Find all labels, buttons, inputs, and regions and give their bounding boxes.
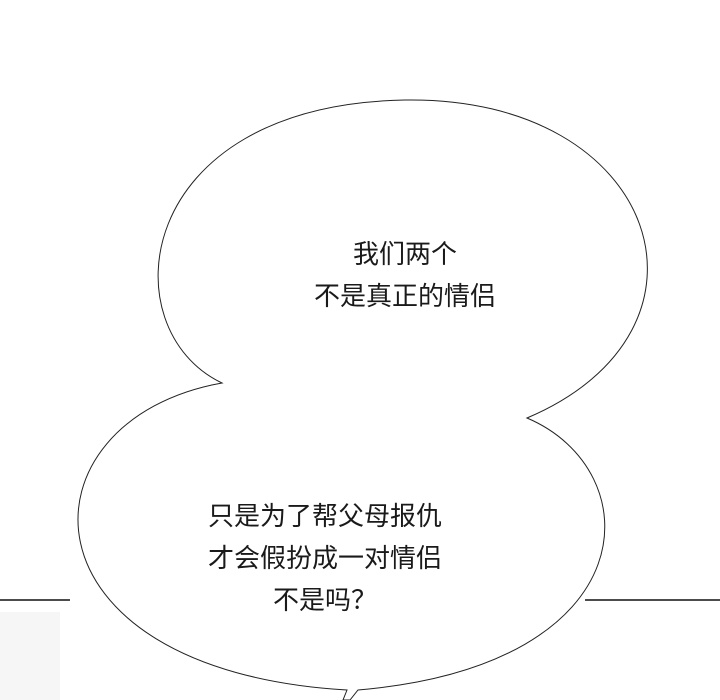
bubble-top-line: 我们两个: [352, 240, 457, 270]
bubble-bottom-line: 不是吗？: [272, 586, 377, 616]
bubble-bottom-text: 只是为了帮父母报仇 才会假扮成一对情侣 不是吗？: [150, 496, 500, 622]
bubble-top-text: 我们两个 不是真正的情侣: [255, 234, 555, 318]
lower-panel-shade: [0, 612, 60, 700]
bubble-top-line: 不是真正的情侣: [313, 282, 496, 312]
bubble-bottom-line: 只是为了帮父母报仇: [207, 502, 442, 532]
speech-bubble-outline: [77, 99, 648, 700]
bubble-bottom-line: 才会假扮成一对情侣: [207, 544, 442, 574]
